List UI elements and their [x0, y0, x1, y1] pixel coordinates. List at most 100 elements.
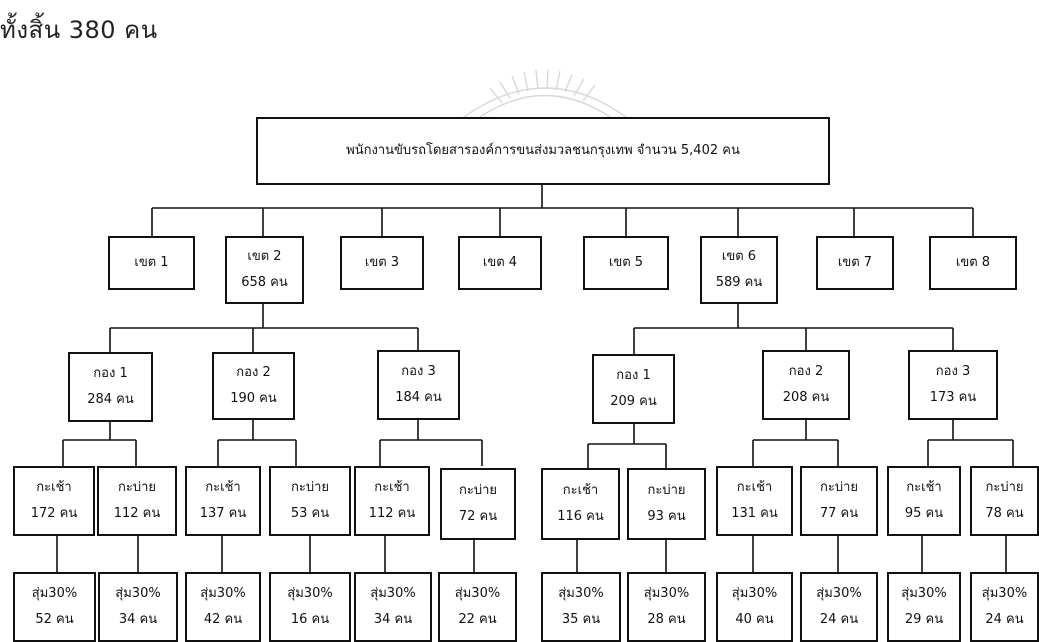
- sample-box: สุ่ม30% 24 คน: [970, 572, 1039, 642]
- shift-count: 77 คน: [819, 506, 859, 521]
- sample-count: 29 คน: [904, 612, 944, 627]
- shift-count: 131 คน: [731, 506, 778, 521]
- sample-name: สุ่ม30%: [287, 586, 333, 601]
- zone-name: เขต 7: [837, 255, 873, 270]
- zone-name: เขต 8: [955, 255, 991, 270]
- sample-name: สุ่ม30%: [731, 586, 778, 601]
- shift-name: กะบ่าย: [819, 480, 859, 495]
- division-name: กอง 2: [236, 365, 271, 380]
- sample-name: สุ่ม30%: [558, 586, 604, 601]
- sample-box: สุ่ม30% 52 คน: [13, 572, 96, 642]
- shift-count: 116 คน: [557, 509, 604, 524]
- division-count: 209 คน: [610, 394, 657, 409]
- shift-count: 72 คน: [458, 509, 498, 524]
- shift-box: กะบ่าย 78 คน: [970, 466, 1039, 536]
- division-count: 284 คน: [87, 392, 134, 407]
- sample-name: สุ่ม30%: [816, 586, 862, 601]
- division-box: กอง 3 184 คน: [377, 350, 460, 420]
- shift-name: กะเช้า: [736, 480, 773, 495]
- shift-name: กะเช้า: [36, 480, 72, 495]
- zone-name: เขต 3: [364, 255, 400, 270]
- division-name: กอง 3: [401, 364, 436, 379]
- shift-name: กะเช้า: [205, 480, 241, 495]
- shift-name: กะบ่าย: [117, 480, 157, 495]
- zone-name: เขต 5: [608, 255, 644, 270]
- sample-box: สุ่ม30% 29 คน: [887, 572, 961, 642]
- intro-text: ทั้งสิ้น 380 คน: [0, 16, 158, 44]
- zone-box: เขต 1: [108, 236, 195, 290]
- shift-name: กะบ่าย: [290, 480, 330, 495]
- division-name: กอง 3: [935, 364, 971, 379]
- zone-box: เขต 4: [458, 236, 542, 290]
- shift-count: 172 คน: [30, 506, 78, 521]
- sample-name: สุ่ม30%: [115, 586, 161, 601]
- shift-name: กะเช้า: [562, 483, 599, 498]
- shift-count: 112 คน: [368, 506, 416, 521]
- shift-name: กะเช้า: [374, 480, 410, 495]
- division-count: 173 คน: [929, 390, 977, 405]
- shift-box: กะบ่าย 77 คน: [800, 466, 878, 536]
- shift-box: กะบ่าย 112 คน: [97, 466, 177, 536]
- sample-count: 16 คน: [290, 612, 330, 627]
- division-box: กอง 2 190 คน: [212, 352, 295, 420]
- division-name: กอง 1: [93, 366, 128, 381]
- shift-count: 137 คน: [199, 506, 247, 521]
- division-box: กอง 1 284 คน: [68, 352, 153, 422]
- sample-count: 35 คน: [561, 612, 601, 627]
- sample-name: สุ่ม30%: [31, 586, 78, 601]
- sample-box: สุ่ม30% 35 คน: [541, 572, 621, 642]
- zone-count: 658 คน: [241, 275, 288, 290]
- zone-name: เขต 6: [721, 249, 757, 264]
- shift-box: กะเช้า 116 คน: [541, 468, 620, 540]
- shift-name: กะบ่าย: [458, 483, 498, 498]
- sample-name: สุ่ม30%: [981, 586, 1028, 601]
- sample-count: 34 คน: [118, 612, 158, 627]
- division-name: กอง 1: [616, 368, 651, 383]
- division-name: กอง 2: [788, 364, 824, 379]
- root-box: พนักงานขับรถโดยสารองค์การขนส่งมวลชนกรุงเ…: [256, 117, 830, 185]
- division-count: 208 คน: [782, 390, 830, 405]
- shift-name: กะเช้า: [906, 480, 942, 495]
- shift-box: กะเช้า 95 คน: [887, 466, 961, 536]
- shift-box: กะเช้า 137 คน: [185, 466, 261, 536]
- sample-box: สุ่ม30% 24 คน: [800, 572, 878, 642]
- sample-name: สุ่ม30%: [200, 586, 246, 601]
- shift-box: กะเช้า 112 คน: [354, 466, 430, 536]
- sample-count: 24 คน: [819, 612, 859, 627]
- shift-count: 112 คน: [113, 506, 161, 521]
- sample-box: สุ่ม30% 28 คน: [627, 572, 706, 642]
- root-label: พนักงานขับรถโดยสารองค์การขนส่งมวลชนกรุงเ…: [346, 143, 740, 158]
- sample-count: 40 คน: [735, 612, 774, 627]
- sample-count: 42 คน: [203, 612, 243, 627]
- sample-box: สุ่ม30% 16 คน: [269, 572, 351, 642]
- sample-count: 24 คน: [985, 612, 1024, 627]
- shift-box: กะเช้า 172 คน: [13, 466, 95, 536]
- division-box: กอง 1 209 คน: [592, 354, 675, 424]
- division-box: กอง 2 208 คน: [762, 350, 850, 420]
- sample-box: สุ่ม30% 34 คน: [98, 572, 178, 642]
- division-box: กอง 3 173 คน: [908, 350, 998, 420]
- zone-box: เขต 2 658 คน: [225, 236, 304, 304]
- shift-count: 95 คน: [904, 506, 944, 521]
- shift-name: กะบ่าย: [985, 480, 1024, 495]
- sample-count: 52 คน: [35, 612, 74, 627]
- zone-name: เขต 1: [134, 255, 169, 270]
- zone-name: เขต 4: [482, 255, 518, 270]
- shift-count: 78 คน: [985, 506, 1024, 521]
- shift-box: กะเช้า 131 คน: [716, 466, 793, 536]
- shift-box: กะบ่าย 72 คน: [440, 468, 516, 540]
- zone-box: เขต 5: [583, 236, 669, 290]
- sample-box: สุ่ม30% 42 คน: [185, 572, 261, 642]
- division-count: 190 คน: [230, 391, 277, 406]
- sample-box: สุ่ม30% 22 คน: [438, 572, 517, 642]
- sample-name: สุ่ม30%: [643, 586, 690, 601]
- sample-count: 34 คน: [373, 612, 413, 627]
- shift-box: กะบ่าย 93 คน: [627, 468, 706, 540]
- zone-box: เขต 8: [929, 236, 1017, 290]
- zone-box: เขต 6 589 คน: [700, 236, 778, 304]
- shift-box: กะบ่าย 53 คน: [269, 466, 351, 536]
- zone-name: เขต 2: [247, 249, 282, 264]
- sample-name: สุ่ม30%: [901, 586, 947, 601]
- division-count: 184 คน: [395, 390, 442, 405]
